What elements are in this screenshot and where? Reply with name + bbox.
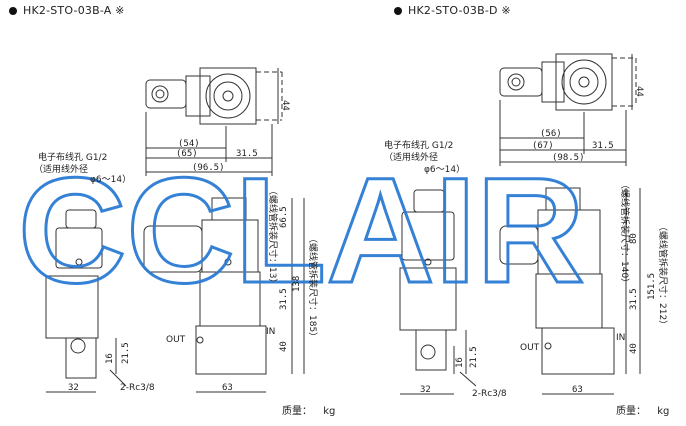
dim-31-5-side-left: 31.5 [279,288,289,310]
dim-151-5: 151.5 [647,273,657,300]
wire-diameter-title-left: （适用线外径 [34,163,88,175]
in-label-left: IN [266,327,275,337]
out-label-left: OUT [166,335,186,345]
dim-80: 80 [629,233,639,244]
port-label-right: 2-Rc3/8 [472,389,507,399]
dim-66-5: 66.5 [279,206,289,228]
dim-31-5-side-right: 31.5 [629,288,639,310]
dim-32-right: 32 [420,385,431,395]
right-top-view [499,53,637,166]
dim-16-left: 16 [105,353,115,364]
dim-31-5-top-right: 31.5 [592,141,614,151]
mass-unit-right: kg [657,406,670,417]
cable-removal-2-left: （螺线管拆装尺寸：185） [307,234,319,341]
dim-16-right: 16 [455,357,465,368]
dim-63-right: 63 [572,385,583,395]
bullet-icon [394,6,402,15]
wire-diameter-right: φ6～14） [424,164,465,175]
dim-65: (65) [176,149,198,159]
mass-unit-left: kg [323,406,336,417]
left-top-view [145,67,283,176]
dim-32-left: 32 [68,383,79,393]
dim-96-5: (96.5) [192,163,225,173]
wiring-port-label-right: 电子布线孔 G1/2 [384,139,453,151]
in-label-right: IN [616,333,625,343]
dim-44-right: 44 [634,86,644,97]
dim-67: (67) [532,141,554,151]
port-label-left: 2-Rc3/8 [120,383,155,393]
wiring-port-label-left: 电子布线孔 G1/2 [38,151,107,163]
watermark: CCLAIR [18,146,585,314]
dim-40-left: 40 [279,341,289,352]
mass-label-left: 质量： [282,406,312,417]
right-side-view [399,187,641,395]
model-name-right: HK2-STO-03B-D ※ [408,4,511,17]
model-name-left: HK2-STO-03B-A ※ [23,4,125,17]
out-label-right: OUT [520,343,540,353]
dim-63-left: 63 [222,383,233,393]
wire-diameter-title-right: （适用线外径 [384,151,438,163]
dim-138: 138 [292,276,302,292]
cable-removal-1-left: （螺线管拆装尺寸：13） [267,186,279,287]
dim-21-5-right: 21.5 [469,346,479,368]
wire-diameter-left: φ6～14） [90,174,131,185]
dim-54: (54) [178,139,200,149]
title-left: HK2-STO-03B-A ※ [9,4,125,17]
mass-right: 质量： kg [616,402,669,417]
dim-44-left: 44 [280,100,290,111]
cable-removal-1-right: （螺线管拆装尺寸：140） [619,180,631,287]
mass-left: 质量： kg [282,402,335,417]
title-right: HK2-STO-03B-D ※ [394,4,511,17]
dim-40-right: 40 [629,343,639,354]
mass-label-right: 质量： [616,406,646,417]
dim-56: (56) [540,129,562,139]
bullet-icon [9,6,17,15]
dim-98-5: (98.5) [552,153,585,163]
cable-removal-2-right: （螺线管拆装尺寸：212） [657,222,669,329]
dim-31-5-top-left: 31.5 [236,149,258,159]
dim-21-5-left: 21.5 [121,342,131,364]
left-side-view [45,197,305,393]
